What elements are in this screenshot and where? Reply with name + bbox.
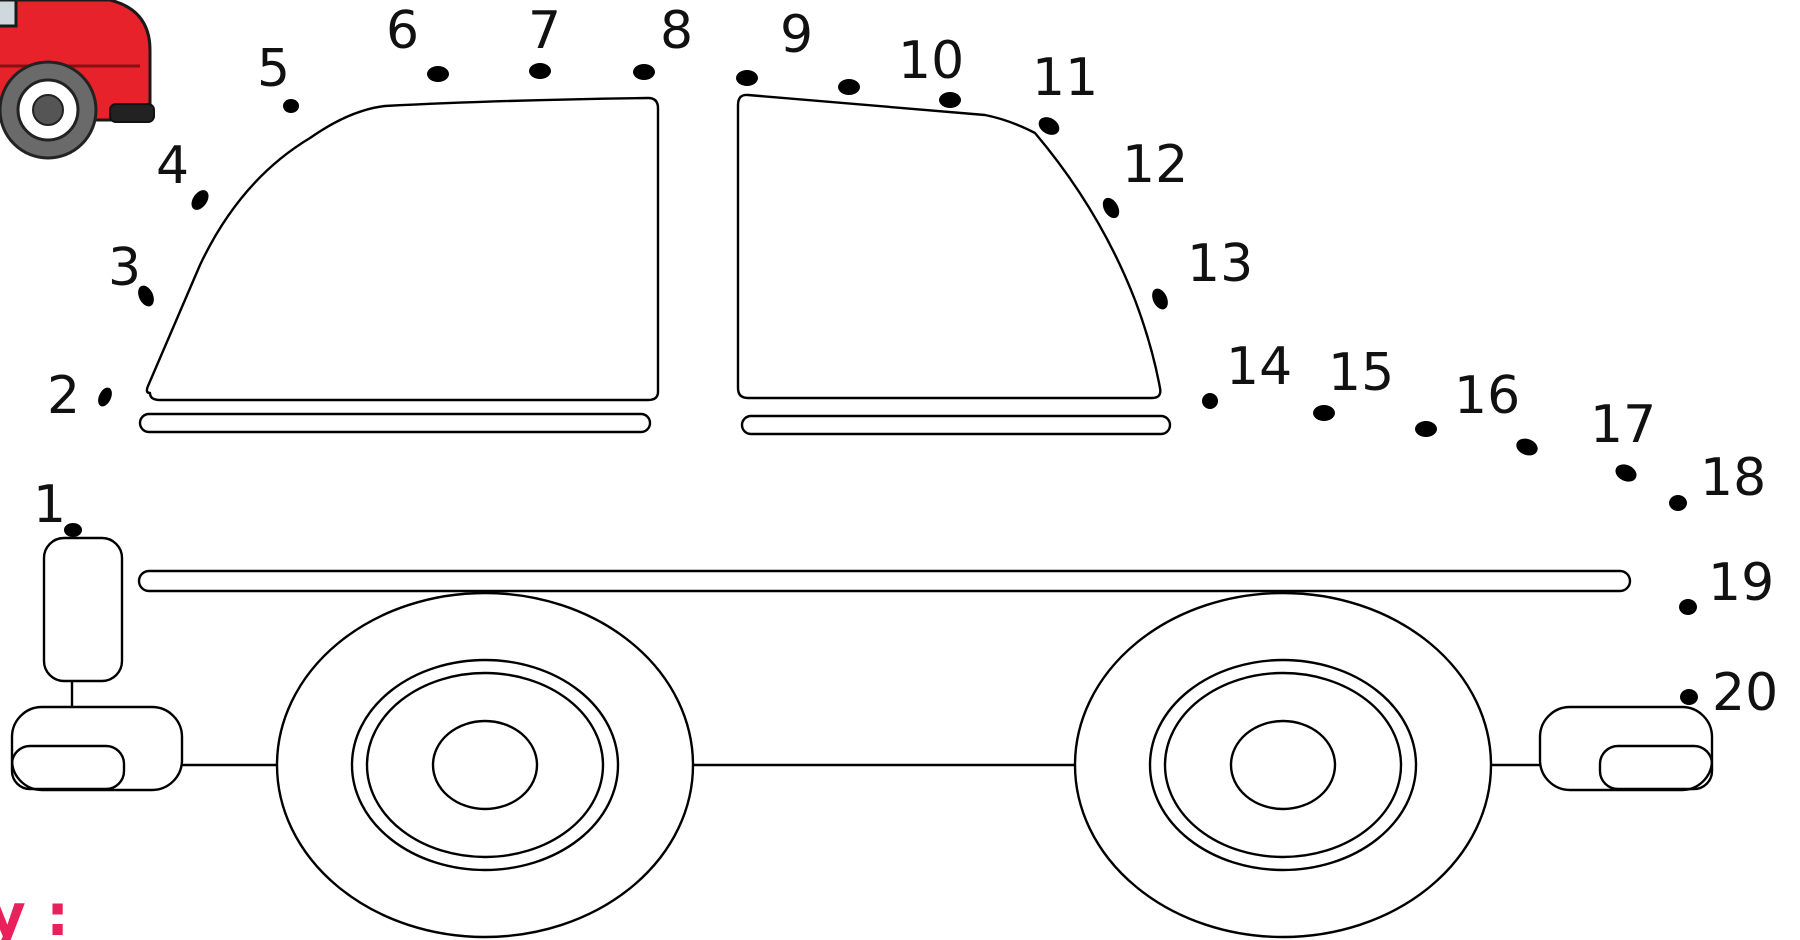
headlight <box>42 536 124 683</box>
dot-21 <box>1679 599 1697 615</box>
red-car-icon <box>0 0 155 160</box>
label-20: 20 <box>1712 663 1778 723</box>
label-18: 18 <box>1700 448 1766 508</box>
dot-13 <box>1102 197 1120 219</box>
dot-2 <box>98 387 112 407</box>
car-outline <box>10 93 1714 939</box>
label-19: 19 <box>1708 553 1774 613</box>
label-5: 5 <box>257 39 290 99</box>
connect-dots <box>64 63 1698 705</box>
dot-19 <box>1615 464 1637 482</box>
label-4: 4 <box>156 136 189 196</box>
label-8: 8 <box>660 1 693 61</box>
label-11: 11 <box>1032 48 1098 108</box>
label-3: 3 <box>108 238 141 298</box>
dot-16 <box>1313 405 1335 421</box>
front-bumper <box>10 705 184 792</box>
label-14: 14 <box>1226 337 1292 397</box>
dot-22 <box>1680 689 1698 705</box>
rear-window <box>736 93 1162 400</box>
dot-15 <box>1202 393 1218 409</box>
dot-8 <box>633 64 655 80</box>
dot-numbers: 1 2 3 4 5 6 7 8 9 10 11 12 13 14 15 16 1… <box>33 1 1778 723</box>
label-6: 6 <box>386 1 419 61</box>
front-window-sill <box>138 412 652 434</box>
caption-fragment: y : <box>0 881 69 940</box>
label-16: 16 <box>1454 366 1520 426</box>
dot-1 <box>64 523 82 537</box>
label-9: 9 <box>780 5 813 65</box>
dot-11 <box>939 92 961 108</box>
rear-window-sill <box>740 414 1172 436</box>
dot-10 <box>838 79 860 95</box>
front-window <box>145 96 660 402</box>
rear-wheel <box>1073 591 1493 939</box>
dot-20 <box>1669 495 1687 511</box>
front-bumper-inner <box>10 744 126 791</box>
rear-bumper-inner <box>1598 744 1714 791</box>
front-wheel <box>275 591 695 939</box>
dot-4 <box>191 190 209 210</box>
side-trim <box>137 569 1632 593</box>
label-7: 7 <box>528 1 561 61</box>
dot-17 <box>1415 421 1437 437</box>
dot-18 <box>1516 438 1538 456</box>
label-2: 2 <box>47 366 80 426</box>
label-15: 15 <box>1328 343 1394 403</box>
dot-14 <box>1152 288 1168 310</box>
label-10: 10 <box>898 31 964 91</box>
rear-bumper <box>1538 705 1714 792</box>
dot-3 <box>138 285 154 307</box>
dot-7 <box>529 63 551 79</box>
dot-12 <box>1038 117 1060 135</box>
label-12: 12 <box>1122 135 1188 195</box>
dot-5 <box>283 99 299 113</box>
label-17: 17 <box>1590 395 1656 455</box>
dot-9 <box>736 70 758 86</box>
label-13: 13 <box>1187 234 1253 294</box>
label-1: 1 <box>33 475 66 535</box>
dot-6 <box>427 66 449 82</box>
